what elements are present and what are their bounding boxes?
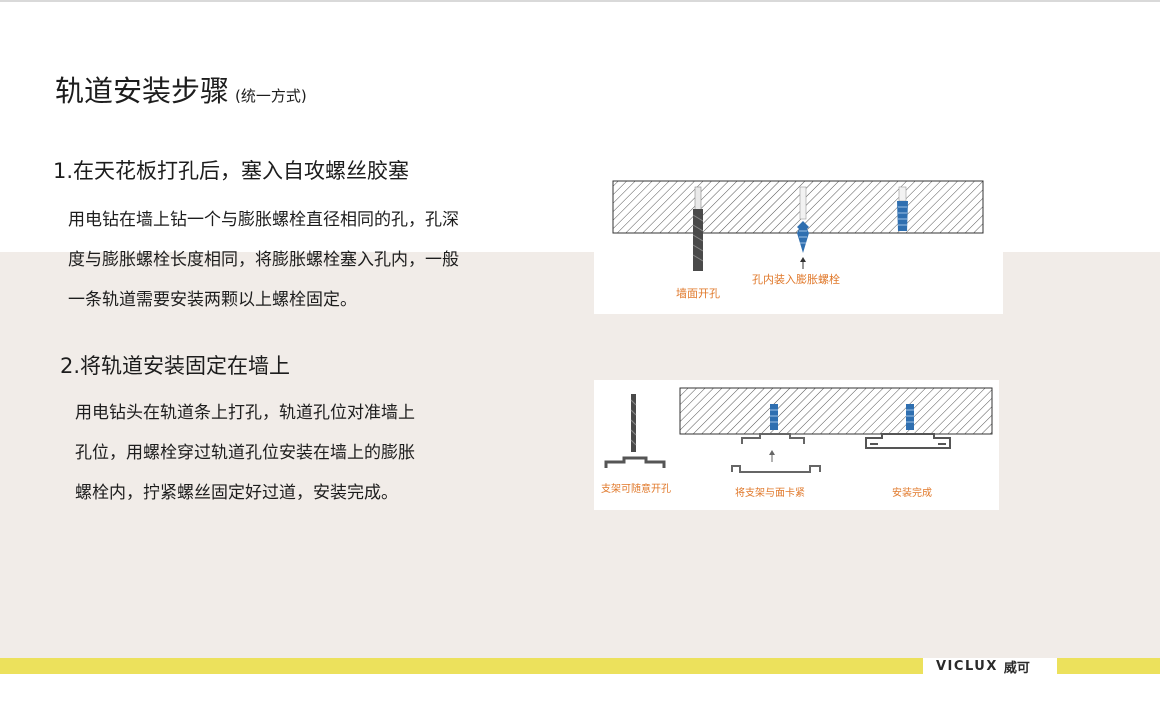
up-arrow-icon: [769, 450, 775, 462]
brand-logo-latin: VICLUX: [936, 658, 998, 674]
figure-label: 支架可随意开孔: [601, 482, 671, 495]
top-rule: [0, 0, 1160, 2]
brand-logo-chinese: 威可: [1003, 660, 1030, 676]
bracket-icon: [741, 433, 805, 444]
step1-line: 用电钻在墙上钻一个与膨胀螺栓直径相同的孔，孔深: [68, 210, 459, 230]
figure-label: 孔内装入膨胀螺栓: [752, 272, 840, 286]
step1-line: 一条轨道需要安装两颗以上螺栓固定。: [68, 290, 357, 310]
track-profile-icon: [731, 465, 821, 473]
expansion-plug-icon: [797, 186, 809, 253]
step1-line: 度与膨胀螺栓长度相同，将膨胀螺栓塞入孔内，一般: [68, 250, 459, 270]
step2-heading: 2.将轨道安装固定在墙上: [60, 354, 291, 378]
drill-bit-icon: [630, 394, 637, 452]
step2-line: 螺栓内，拧紧螺丝固定好过道，安装完成。: [75, 483, 398, 503]
step1-heading: 1.在天花板打孔后，塞入自攻螺丝胶塞: [53, 159, 410, 183]
step2-line: 孔位，用螺栓穿过轨道孔位安装在墙上的膨胀: [75, 443, 415, 463]
ceiling-slab: [679, 387, 993, 435]
page-title-text: 轨道安装步骤: [55, 74, 230, 108]
track-profile-icon: [604, 456, 666, 468]
step1-description: 用电钻在墙上钻一个与膨胀螺栓直径相同的孔，孔深 度与膨胀螺栓长度相同，将膨胀螺栓…: [68, 200, 548, 320]
figure-label: 将支架与面卡紧: [735, 486, 805, 499]
brand-logo: VICLUX 威可: [936, 656, 1030, 676]
step2-illustration: 支架可随意开孔 将支架与面卡紧 安装完成: [594, 380, 999, 510]
anchor-icon: [770, 404, 778, 430]
page-subtitle: (统一方式): [235, 87, 307, 105]
step2-line: 用电钻头在轨道条上打孔，轨道孔位对准墙上: [75, 403, 415, 423]
drill-bit-icon: [692, 186, 704, 271]
up-arrow-icon: [800, 257, 806, 269]
page-title: 轨道安装步骤 (统一方式): [55, 68, 307, 110]
installed-track-icon: [865, 433, 951, 449]
figure-label: 墙面开孔: [676, 286, 720, 300]
step2-description: 用电钻头在轨道条上打孔，轨道孔位对准墙上 孔位，用螺栓穿过轨道孔位安装在墙上的膨…: [75, 393, 495, 513]
installed-anchor-icon: [897, 186, 908, 231]
anchor-icon: [906, 404, 914, 430]
figure-label: 安装完成: [892, 486, 932, 499]
step1-illustration: 墙面开孔 孔内装入膨胀螺栓: [594, 171, 1003, 314]
ceiling-slab: [612, 180, 984, 234]
footer-accent-bar: [0, 658, 923, 674]
footer-accent-bar: [1057, 658, 1160, 674]
